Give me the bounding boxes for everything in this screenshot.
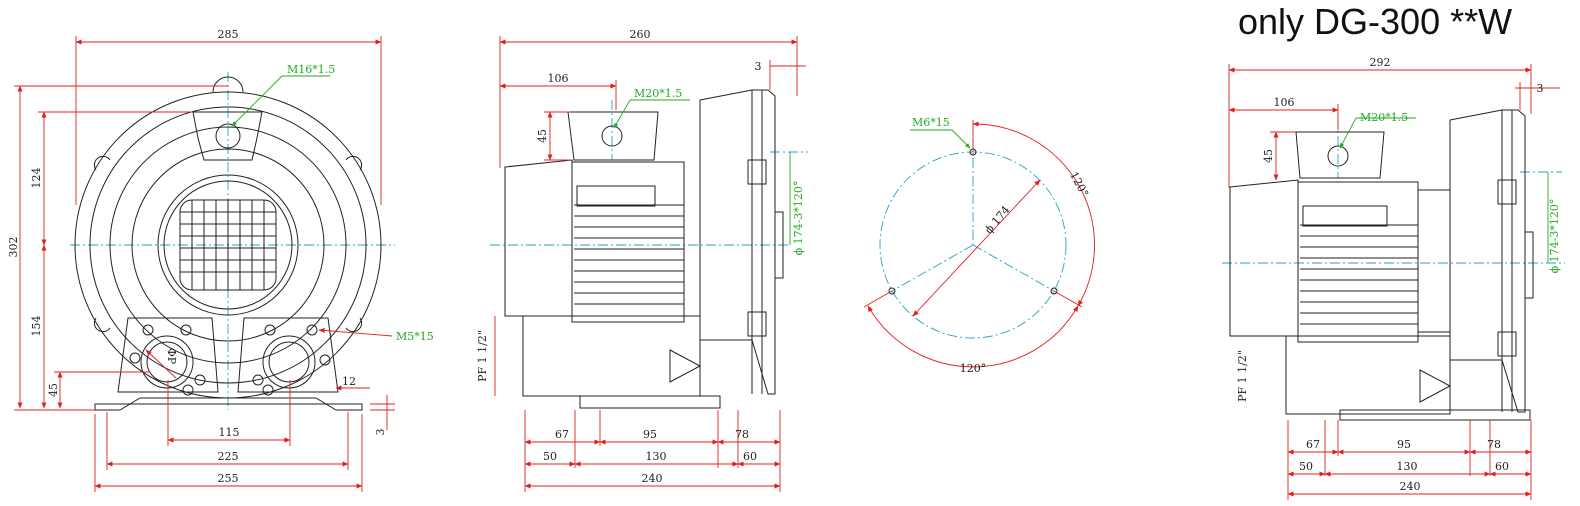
variant-view: 292 106 3 45 M20*1.5 ϕ 174-3*120° PF 1 1… <box>1222 56 1565 500</box>
flange-diameter: ϕ 174 <box>982 203 1013 236</box>
dim-45-side: 45 <box>536 129 549 143</box>
dim-302: 302 <box>7 237 20 258</box>
flange-callout: ϕ 174-3*120° <box>792 181 805 256</box>
dim-240: 240 <box>642 472 663 485</box>
dim-3-side: 3 <box>755 60 762 73</box>
dim-67: 67 <box>555 428 569 441</box>
flange-callout-variant: ϕ 174-3*120° <box>1548 199 1561 274</box>
dim-106-variant: 106 <box>1274 96 1295 109</box>
dim-255: 255 <box>218 472 239 485</box>
dim-3-front: 3 <box>374 429 387 436</box>
dim-78: 78 <box>735 428 749 441</box>
angle-top: 120° <box>1067 170 1091 200</box>
dim-60-variant: 60 <box>1495 460 1509 473</box>
dim-292: 292 <box>1370 56 1391 69</box>
dim-78-variant: 78 <box>1487 438 1501 451</box>
dim-45-front: 45 <box>47 383 60 397</box>
dim-50-variant: 50 <box>1299 460 1313 473</box>
title-text: only DG-300 **W <box>1238 1 1512 42</box>
front-view: 285 302 124 154 45 M16*1.5 M5*15 ΦP 12 3… <box>7 28 434 492</box>
flange-view: M6*15 ϕ 174 120° 120° <box>863 116 1095 375</box>
thread-m20-variant: M20*1.5 <box>1360 111 1408 124</box>
dim-115: 115 <box>219 426 240 439</box>
pipe-size-variant: PF 1 1/2" <box>1236 350 1249 402</box>
port-phi: ΦP <box>165 348 178 365</box>
dim-12: 12 <box>342 375 356 388</box>
dim-3-variant: 3 <box>1537 82 1544 95</box>
dim-95-variant: 95 <box>1397 438 1411 451</box>
side-view: 260 106 3 45 M20*1.5 ϕ 174-3*120° PF 1 1… <box>476 28 808 492</box>
dim-60: 60 <box>743 450 757 463</box>
dim-50: 50 <box>543 450 557 463</box>
dim-106: 106 <box>548 72 569 85</box>
dim-130-variant: 130 <box>1397 460 1418 473</box>
hole-m6: M6*15 <box>912 116 950 129</box>
thread-m16: M16*1.5 <box>287 63 335 76</box>
dim-260: 260 <box>630 28 651 41</box>
dim-95: 95 <box>643 428 657 441</box>
angle-bottom: 120° <box>960 362 987 375</box>
thread-m20: M20*1.5 <box>634 87 682 100</box>
dim-154: 154 <box>30 316 43 337</box>
dim-225: 225 <box>218 450 239 463</box>
dim-67-variant: 67 <box>1306 438 1320 451</box>
dim-285: 285 <box>218 28 239 41</box>
dim-240-variant: 240 <box>1400 480 1421 493</box>
dim-130: 130 <box>646 450 667 463</box>
pipe-size: PF 1 1/2" <box>476 330 489 382</box>
mount-m5: M5*15 <box>396 330 434 343</box>
dim-45-variant: 45 <box>1262 149 1275 163</box>
dim-124: 124 <box>30 168 43 189</box>
